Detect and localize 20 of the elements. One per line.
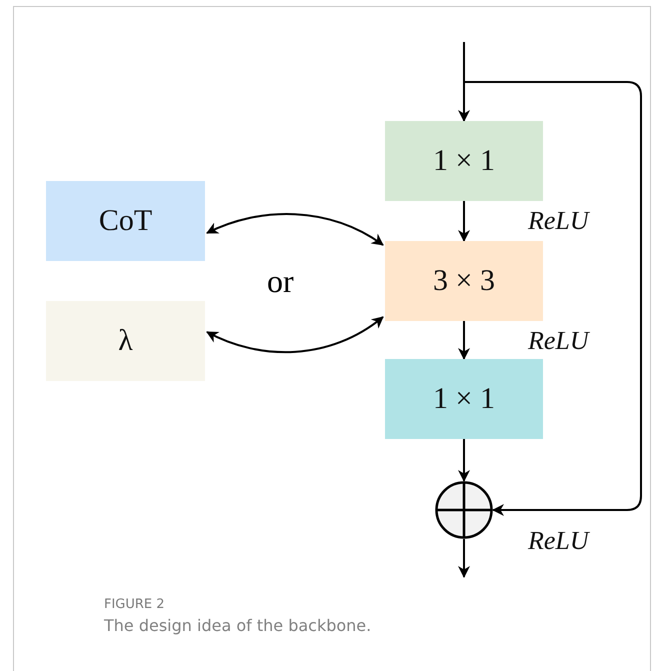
activation-label: ReLU xyxy=(528,526,589,556)
conv-box: 1 × 1 xyxy=(385,359,543,439)
sum-circle xyxy=(435,481,493,539)
arrow xyxy=(464,81,642,516)
arrow xyxy=(206,213,384,246)
conv-box: 1 × 1 xyxy=(385,121,543,201)
arrow xyxy=(458,439,470,482)
activation-label: ReLU xyxy=(528,326,589,356)
activation-label: ReLU xyxy=(528,206,589,236)
module-box: CoT xyxy=(46,181,205,261)
conv-box: 3 × 3 xyxy=(385,241,543,321)
or-label: or xyxy=(267,263,294,300)
arrow xyxy=(206,316,384,354)
arrow xyxy=(458,201,470,242)
module-box: λ xyxy=(46,301,205,381)
arrow xyxy=(458,539,470,578)
figure-number: FIGURE 2 xyxy=(104,597,165,612)
figure-caption: The design idea of the backbone. xyxy=(104,616,372,635)
arrow xyxy=(458,321,470,360)
arrow xyxy=(458,42,470,122)
